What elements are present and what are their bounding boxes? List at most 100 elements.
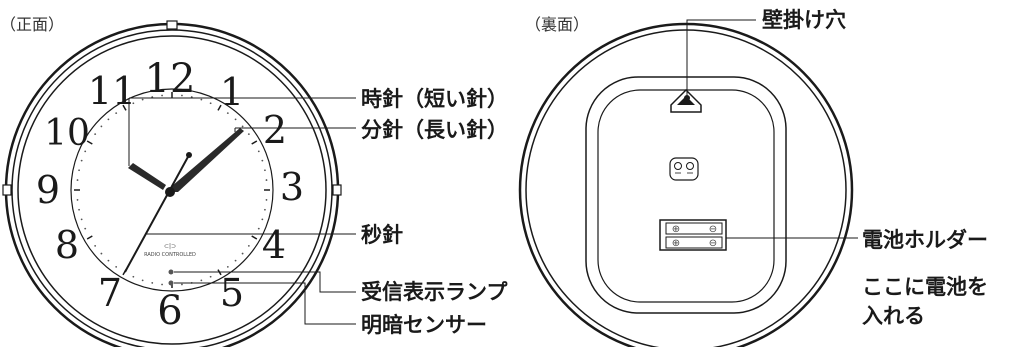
minute-dot	[100, 252, 103, 255]
minute-dot	[234, 259, 237, 262]
minute-dot	[257, 227, 260, 230]
front-bezel	[17, 35, 327, 345]
front-rim-tab-top	[166, 20, 178, 30]
hour-tick	[251, 140, 258, 145]
second-hand-counterweight	[186, 152, 192, 158]
hour-tick	[217, 104, 222, 111]
minute-dot	[257, 150, 260, 153]
minute-dot	[226, 265, 229, 268]
front-rim-inner	[11, 29, 333, 347]
minute-dot	[76, 199, 79, 201]
minute-dot	[115, 112, 118, 115]
label-minute-hand: 分針（長い針）	[361, 118, 508, 142]
back-panel-inner	[597, 89, 775, 303]
minute-dot	[181, 283, 183, 286]
front-rim-tab-right	[332, 184, 342, 196]
second-hand	[124, 154, 190, 273]
minute-dot	[200, 98, 203, 101]
back-panel-outer	[585, 76, 787, 314]
hour-tick	[86, 235, 93, 240]
numeral-6: 6	[157, 288, 182, 334]
minute-dot	[107, 118, 110, 121]
center-pin	[165, 187, 175, 197]
numeral-1: 1	[220, 70, 244, 114]
minute-dot	[115, 265, 118, 268]
minute-dot	[209, 102, 212, 105]
hour-tick	[122, 104, 127, 111]
minute-dot	[265, 179, 268, 181]
receive-lamp	[168, 269, 174, 275]
hour-tick	[86, 140, 93, 145]
minute-dot	[132, 102, 135, 105]
battery-1-plus: ⊕	[672, 224, 680, 235]
label-second-hand: 秒針	[361, 223, 403, 247]
label-receive-lamp: 受信表示ランプ	[361, 280, 508, 304]
radio-controlled-text: RADIO CONTROLLED	[144, 252, 196, 258]
battery-2	[665, 236, 723, 249]
back-clock: ⊕ ⊖ ⊕ ⊖	[518, 19, 858, 347]
numeral-8: 8	[55, 223, 79, 267]
brand-logo: ⊂|⊃	[164, 243, 176, 250]
minute-dot	[181, 94, 183, 97]
minute-dot	[132, 275, 135, 278]
hour-tick	[251, 235, 258, 240]
label-hour-hand: 時針（短い針）	[361, 87, 508, 111]
minute-dot	[100, 125, 103, 128]
front-rim-tab-left	[2, 184, 12, 196]
battery-1-minus: ⊖	[709, 224, 717, 235]
numeral-3: 3	[280, 165, 304, 209]
numeral-11: 11	[88, 69, 136, 113]
minute-dot	[241, 252, 244, 255]
minute-dot	[264, 169, 266, 172]
minute-dot	[141, 98, 144, 101]
numeral-2: 2	[263, 108, 287, 152]
numeral-5: 5	[220, 271, 244, 315]
light-sensor	[168, 280, 174, 286]
numeral-10: 10	[44, 113, 90, 154]
minute-dot	[78, 169, 80, 172]
battery-2-plus: ⊕	[672, 238, 680, 249]
hanging-hole-leader	[686, 19, 756, 98]
minute-dot	[76, 179, 79, 181]
minute-dot	[94, 244, 97, 247]
back-caption: （裏面）	[525, 15, 589, 34]
minute-dot	[80, 218, 83, 221]
back-button-right	[686, 162, 694, 170]
label-instruction-line1: ここに電池を	[862, 275, 988, 299]
minute-dot	[247, 244, 250, 247]
minute-dot	[200, 279, 203, 282]
light-sensor-leader	[174, 282, 356, 325]
minute-dot	[94, 133, 97, 136]
minute-dot	[80, 159, 83, 162]
minute-dot	[226, 112, 229, 115]
back-outer-rim	[518, 22, 854, 347]
back-button-left	[674, 162, 682, 170]
minute-dot	[234, 118, 237, 121]
label-light-sensor: 明暗センサー	[361, 313, 487, 337]
battery-1	[665, 222, 723, 235]
minute-dot	[78, 208, 80, 211]
front-inner-dial	[70, 88, 274, 292]
receive-lamp-leader	[174, 271, 356, 293]
minute-dot	[84, 150, 87, 153]
minute-dots	[76, 94, 268, 286]
minute-dot	[264, 208, 266, 211]
minute-dot	[107, 259, 110, 262]
minute-dot	[161, 94, 163, 97]
minute-dot	[151, 282, 154, 284]
minute-hand	[168, 128, 244, 192]
minute-dot	[84, 227, 87, 230]
hour-hand	[128, 163, 166, 190]
battery-2-minus: ⊖	[709, 238, 717, 249]
minute-dot	[209, 275, 212, 278]
numeral-9: 9	[36, 168, 60, 212]
minute-dot	[141, 279, 144, 282]
minute-dot	[261, 159, 264, 162]
label-instruction-line2: 入れる	[862, 304, 925, 328]
numeral-7: 7	[98, 271, 122, 315]
numeral-4: 4	[262, 223, 286, 267]
front-caption: （正面）	[0, 15, 64, 34]
minute-dot	[247, 133, 250, 136]
label-battery-holder: 電池ホルダー	[862, 228, 988, 252]
